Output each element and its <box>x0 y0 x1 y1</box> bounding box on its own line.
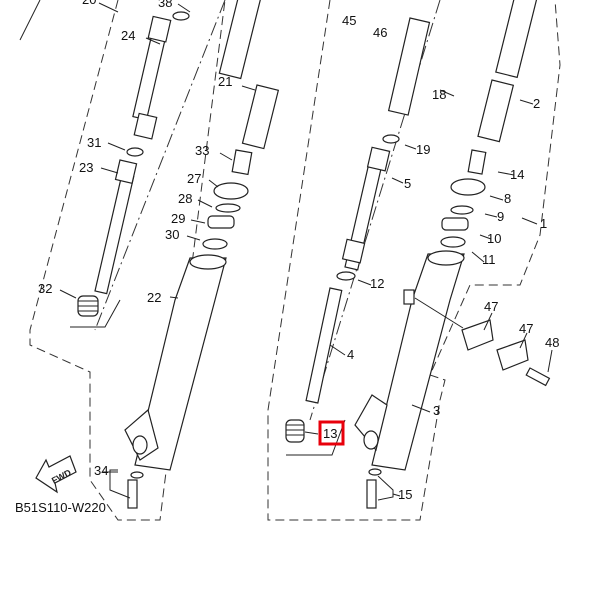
label-47a[interactable]: 47 <box>484 299 498 314</box>
bracket-tab <box>403 289 415 305</box>
label-11[interactable]: 11 <box>482 252 496 267</box>
spacer-18 <box>387 17 431 116</box>
label-23[interactable]: 23 <box>79 160 93 175</box>
outer-tube-3 <box>354 250 465 471</box>
oil-seal-27 <box>213 182 249 200</box>
label-3[interactable]: 3 <box>433 403 440 418</box>
left-group-outline <box>29 0 226 521</box>
inner-tube-right <box>477 0 543 143</box>
piston-4 <box>305 287 343 404</box>
bolt-34 <box>127 479 138 509</box>
highlight-box-13 <box>318 420 345 446</box>
label-12[interactable]: 12 <box>370 276 384 291</box>
label-2[interactable]: 2 <box>533 96 540 111</box>
spring-32 <box>77 295 99 317</box>
oil-seal-8 <box>450 178 486 196</box>
clip-9 <box>450 205 474 215</box>
ring-12 <box>336 271 356 281</box>
label-22[interactable]: 22 <box>147 290 161 305</box>
bushing-10 <box>441 217 469 231</box>
label-14[interactable]: 14 <box>510 167 524 182</box>
label-1[interactable]: 1 <box>540 216 547 231</box>
label-5[interactable]: 5 <box>404 176 411 191</box>
damper-rod-left <box>132 15 172 140</box>
fwd-arrow-icon: FWD <box>35 455 77 494</box>
label-24[interactable]: 24 <box>121 28 135 43</box>
spring-13 <box>285 419 305 443</box>
damper-rod-5 <box>341 146 391 271</box>
piston-tube-23 <box>94 159 138 295</box>
label-19[interactable]: 19 <box>416 142 430 157</box>
clamp-47b <box>496 339 529 371</box>
clip-28 <box>215 203 241 213</box>
label-4[interactable]: 4 <box>347 347 354 362</box>
diagram-code: B51S110-W220 <box>15 500 106 515</box>
label-31[interactable]: 31 <box>87 135 101 150</box>
label-21[interactable]: 21 <box>218 74 232 89</box>
label-38[interactable]: 38 <box>158 0 172 10</box>
label-28[interactable]: 28 <box>178 191 192 206</box>
washer-34 <box>130 471 144 479</box>
label-10[interactable]: 10 <box>487 231 501 246</box>
ring-31 <box>126 147 144 157</box>
collar-33 <box>231 149 253 176</box>
bolt-48 <box>525 367 551 387</box>
washer-38 <box>172 11 190 21</box>
label-13[interactable]: 13 <box>323 426 337 441</box>
label-9[interactable]: 9 <box>497 209 504 224</box>
label-27[interactable]: 27 <box>187 171 201 186</box>
washer-19 <box>382 134 400 144</box>
label-30[interactable]: 30 <box>165 227 179 242</box>
label-45[interactable]: 45 <box>342 13 356 28</box>
label-15[interactable]: 15 <box>398 487 412 502</box>
label-47b[interactable]: 47 <box>519 321 533 336</box>
label-34[interactable]: 34 <box>94 463 108 478</box>
washer-15 <box>368 468 382 476</box>
right-group-outline <box>267 0 561 521</box>
left-axis-line <box>94 0 226 331</box>
clamp-47a <box>461 319 494 351</box>
label-46[interactable]: 46 <box>373 25 387 40</box>
inner-tube-left <box>218 0 298 150</box>
label-32[interactable]: 32 <box>38 281 52 296</box>
label-8[interactable]: 8 <box>504 191 511 206</box>
bushing-29 <box>207 215 235 229</box>
outer-tube-22 <box>124 254 227 471</box>
washer-11 <box>440 236 466 248</box>
label-20[interactable]: 20 <box>82 0 96 7</box>
label-18[interactable]: 18 <box>432 87 446 102</box>
collar-14 <box>467 149 487 175</box>
label-29[interactable]: 29 <box>171 211 185 226</box>
bolt-15 <box>366 479 377 509</box>
washer-30 <box>202 238 228 250</box>
label-33[interactable]: 33 <box>195 143 209 158</box>
label-48[interactable]: 48 <box>545 335 559 350</box>
